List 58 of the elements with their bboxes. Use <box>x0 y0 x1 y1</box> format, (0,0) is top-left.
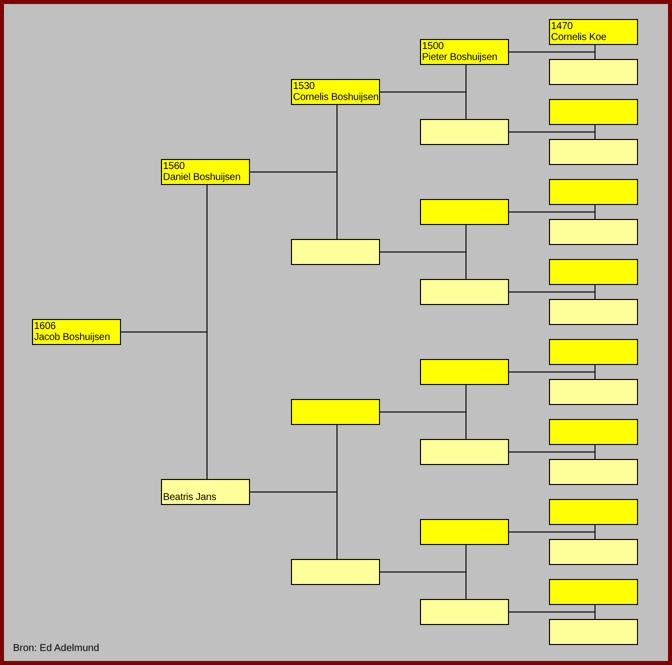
connector-line <box>508 532 596 540</box>
person-text: Beatris Jans <box>163 492 218 503</box>
person-box <box>549 379 638 405</box>
connector-line <box>380 92 466 120</box>
person-text: Cornelis Koe <box>551 32 608 43</box>
connector-line <box>250 492 338 560</box>
person-box <box>420 279 509 305</box>
connector-line <box>508 292 596 300</box>
person-box <box>549 459 638 485</box>
person-box <box>549 579 638 605</box>
person-text: 1560 <box>163 161 186 172</box>
person-text: Daniel Boshuijsen <box>163 172 242 183</box>
person-box <box>420 439 509 465</box>
person-text: 1500 <box>422 41 445 52</box>
person-text: Jacob Boshuijsen <box>34 332 111 343</box>
person-box <box>291 239 380 265</box>
person-box <box>549 179 638 205</box>
person-box <box>549 59 638 85</box>
person-text: 1530 <box>293 81 316 92</box>
person-box <box>291 79 380 105</box>
connector-line <box>120 332 208 480</box>
person-box <box>420 39 509 65</box>
person-box <box>420 199 509 225</box>
connector-line <box>508 212 596 220</box>
person-box <box>549 339 638 365</box>
connector-line <box>508 132 596 140</box>
person-box <box>549 619 638 645</box>
person-box <box>549 539 638 565</box>
person-text: Pieter Boshuijsen <box>422 52 498 63</box>
person-box <box>549 99 638 125</box>
person-text: 1470 <box>551 21 574 32</box>
person-box <box>420 599 509 625</box>
connector-line <box>508 452 596 460</box>
connector-line <box>380 572 466 600</box>
connector-line <box>380 252 466 280</box>
person-box <box>420 519 509 545</box>
person-box <box>420 359 509 385</box>
person-box <box>549 219 638 245</box>
person-box <box>420 119 509 145</box>
person-box <box>32 319 121 345</box>
person-box <box>549 299 638 325</box>
connector-line <box>508 52 596 60</box>
person-box <box>549 19 638 45</box>
person-box <box>291 399 380 425</box>
person-text: Cornelis Boshuijsen <box>293 92 378 103</box>
person-box <box>549 139 638 165</box>
person-box <box>549 499 638 525</box>
connector-line <box>380 412 466 440</box>
connector-line <box>508 372 596 380</box>
person-box <box>161 159 250 185</box>
person-box <box>549 419 638 445</box>
connector-line <box>250 172 338 240</box>
person-box <box>549 259 638 285</box>
person-box <box>161 479 250 505</box>
person-text: 1606 <box>34 321 57 332</box>
connector-line <box>508 612 596 620</box>
person-box <box>291 559 380 585</box>
source-note: Bron: Ed Adelmund <box>13 643 100 654</box>
